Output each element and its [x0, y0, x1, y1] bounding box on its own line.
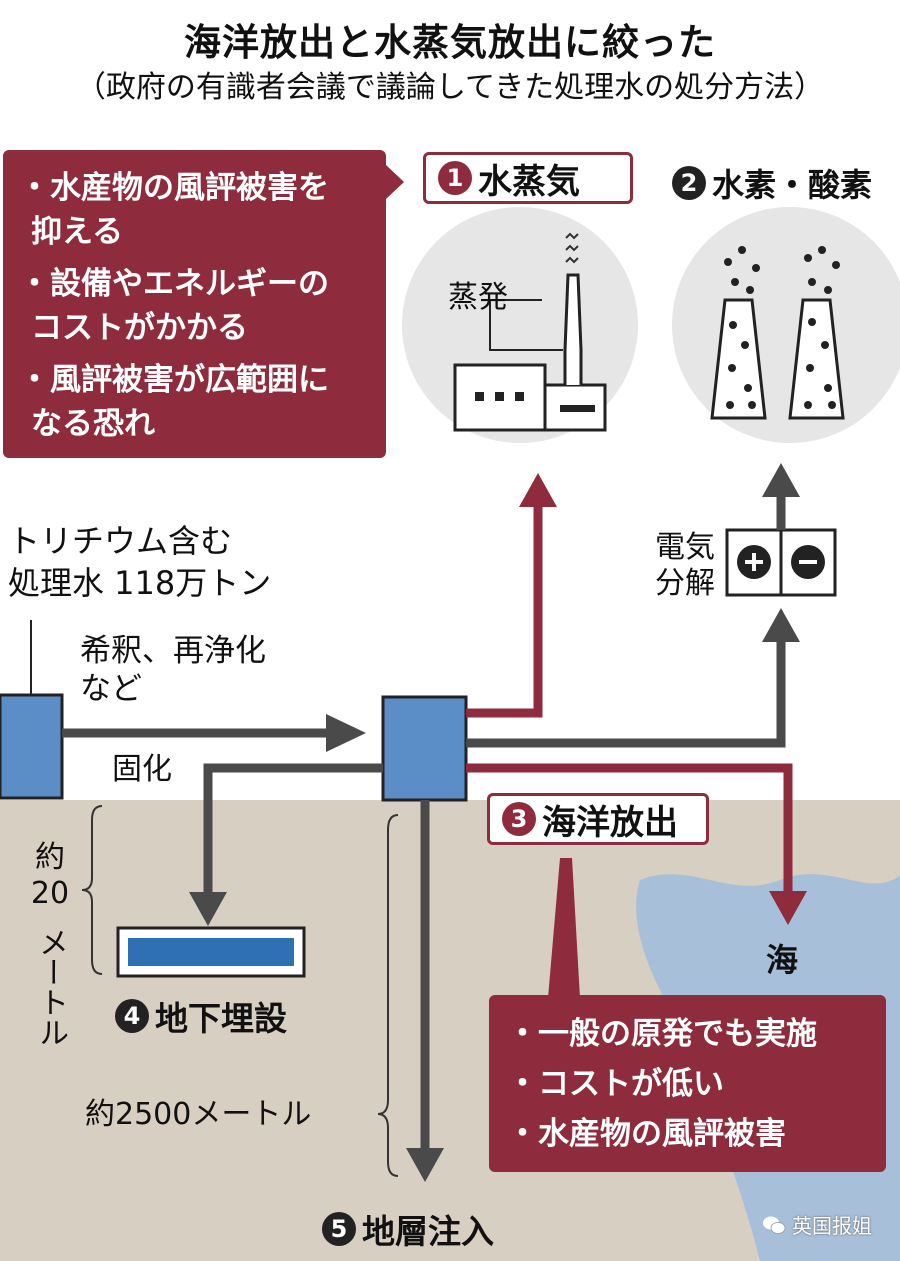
dilute-line: 希釈、再浄化 [80, 633, 266, 669]
depth20-line: 20 [30, 876, 70, 911]
option4-number: 4 [115, 999, 149, 1033]
steam-icon [565, 232, 579, 264]
gas-dots [724, 246, 840, 409]
vapor-cons-line: ・風評被害が広範囲に [19, 362, 329, 398]
vapor-cons-line: ・水産物の風評被害を [19, 170, 329, 206]
ocean-pros-line: ・一般の原発でも実施 [507, 1016, 817, 1052]
ocean-arrow [466, 763, 793, 893]
ocean-pros-box: ・一般の原発でも実施 ・コストが低い ・水産物の風評被害 [489, 995, 886, 1172]
depth20-brace [81, 805, 103, 975]
sea-label: 海 [766, 941, 799, 979]
vapor-cons-line: なる恐れ [31, 406, 155, 442]
vapor-cons-line: 抑える [31, 214, 124, 250]
solidify-label: 固化 [112, 752, 172, 787]
option3-number: 3 [502, 802, 536, 836]
option2-label: 水素・酸素 [712, 166, 873, 204]
vapor-callout-pointer [386, 165, 404, 199]
option2-tag: 2 水素・酸素 [672, 160, 872, 206]
hydrogen-bg-circle [672, 207, 900, 443]
depth2500-brace [377, 814, 399, 1177]
watermark: 英国报姐 [762, 1210, 872, 1239]
evaporate-label: 蒸発 [448, 280, 508, 315]
depth20-line: メートル [33, 927, 68, 1047]
dilute-line: など [80, 671, 142, 707]
option1-tag: 1 水蒸気 [423, 152, 633, 204]
ocean-pros-line: ・コストが低い [507, 1066, 724, 1102]
option1-number: 1 [438, 161, 472, 195]
option4-tag: 4 地下埋設 [115, 992, 287, 1040]
depth2500-label: 約2500メートル [85, 1097, 312, 1132]
plant-chimney [563, 273, 583, 385]
option2-number: 2 [672, 166, 706, 200]
option5-tag: 5 地層注入 [322, 1205, 494, 1253]
option5-label: 地層注入 [362, 1212, 494, 1251]
vapor-cons-box: ・水産物の風評被害を 抑える ・設備やエネルギーの コストがかかる ・風評被害が… [3, 150, 386, 458]
option4-label: 地下埋設 [155, 999, 287, 1038]
solidify-arrow [203, 763, 383, 895]
electrolysis-label-line: 電気 [655, 530, 715, 565]
ocean-pros-line: ・水産物の風評被害 [507, 1116, 786, 1152]
vapor-arrow [466, 505, 543, 718]
treated-water-line: 処理水 118万トン [8, 564, 272, 602]
vapor-cons-line: ・設備やエネルギーの [19, 266, 329, 302]
treated-water-label: トリチウム含む 処理水 118万トン [8, 520, 271, 604]
electrolysis-arrow [466, 640, 786, 748]
processing-tank [381, 695, 468, 802]
option1-label: 水蒸気 [478, 161, 580, 202]
electrolysis-label-line: 分解 [655, 566, 715, 601]
page-title: 海洋放出と水蒸気放出に絞った [184, 21, 716, 64]
vapor-cons-line: コストがかかる [31, 310, 248, 346]
option5-number: 5 [322, 1212, 356, 1246]
dilute-label: 希釈、再浄化 など [80, 632, 266, 708]
ocean-callout-pointer [548, 858, 580, 998]
wechat-icon [763, 1216, 786, 1234]
watermark-text: 英国报姐 [792, 1214, 872, 1238]
electrolysis-label: 電気 分解 [615, 530, 715, 602]
page-subtitle: （政府の有識者会議で議論してきた処理水の処分方法） [75, 70, 825, 105]
source-tank [0, 693, 64, 800]
treated-water-line: トリチウム含む [8, 522, 233, 560]
depth20-line: 約 [35, 840, 65, 875]
option3-label: 海洋放出 [542, 802, 678, 843]
depth20-label: 約 20 メートル [30, 840, 70, 1062]
option3-tag: 3 海洋放出 [487, 793, 709, 845]
